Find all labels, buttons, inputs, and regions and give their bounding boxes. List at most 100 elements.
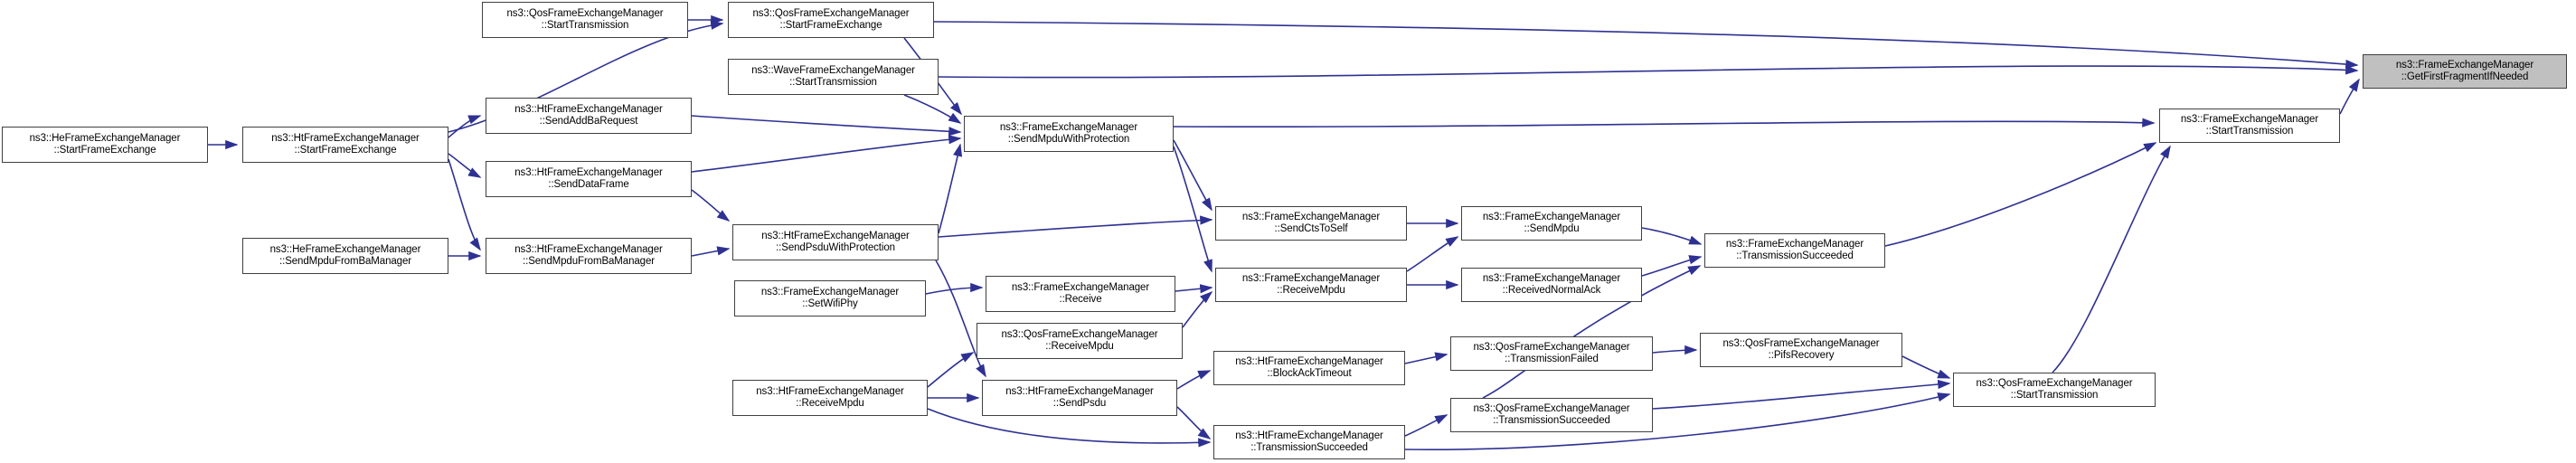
graph-node-n28[interactable]: ns3::FrameExchangeManager::GetFirstFragm… (2363, 54, 2567, 89)
graph-node-n12[interactable]: ns3::FrameExchangeManager::Receive (986, 276, 1175, 312)
node-method-name: ::StartTransmission (789, 77, 877, 88)
node-method-name: ::TransmissionSucceeded (1250, 442, 1368, 453)
node-method-name: ::ReceiveMpdu (1277, 285, 1345, 296)
node-method-name: ::ReceiveMpdu (796, 398, 864, 409)
node-class-name: ns3::QosFrameExchangeManager (752, 7, 910, 19)
node-method-name: ::SendMpduFromBaManager (279, 256, 411, 267)
call-edge (1406, 236, 1459, 272)
graph-node-n13[interactable]: ns3::QosFrameExchangeManager::ReceiveMpd… (977, 323, 1183, 359)
graph-node-n9[interactable]: ns3::FrameExchangeManager::SendMpduWithP… (964, 116, 1174, 152)
node-class-name: ns3::FrameExchangeManager (760, 286, 900, 298)
graph-node-n25[interactable]: ns3::QosFrameExchangeManager::PifsRecove… (1700, 333, 1902, 367)
node-method-name: ::BlockAckTimeout (1267, 368, 1352, 379)
graph-node-n6[interactable]: ns3::QosFrameExchangeManager::StartTrans… (482, 2, 688, 38)
node-method-name: ::StartFrameExchange (53, 145, 156, 156)
graph-node-n27[interactable]: ns3::FrameExchangeManager::StartTransmis… (2159, 109, 2340, 143)
graph-node-n19[interactable]: ns3::FrameExchangeManager::ReceivedNorma… (1461, 268, 1642, 302)
node-method-name: ::StartFrameExchange (779, 20, 882, 31)
node-method-name: ::Receive (1059, 294, 1102, 305)
node-class-name: ns3::QosFrameExchangeManager (1473, 341, 1630, 353)
node-class-name: ns3::QosFrameExchangeManager (1001, 328, 1158, 340)
node-method-name: ::SendDataFrame (548, 179, 629, 190)
graph-node-n7[interactable]: ns3::QosFrameExchangeManager::StartFrame… (728, 2, 934, 38)
node-method-name: ::StartTransmission (2010, 390, 2099, 401)
call-edge (1176, 370, 1212, 390)
graph-node-n20[interactable]: ns3::HtFrameExchangeManager::BlockAckTim… (1213, 351, 1405, 385)
graph-node-n23[interactable]: ns3::QosFrameExchangeManager::Transmissi… (1450, 398, 1653, 432)
node-method-name: ::TransmissionSucceeded (1736, 250, 1854, 261)
node-class-name: ns3::HtFrameExchangeManager (761, 230, 910, 241)
node-class-name: ns3::FrameExchangeManager (1011, 281, 1150, 293)
node-class-name: ns3::FrameExchangeManager (999, 121, 1138, 133)
node-class-name: ns3::FrameExchangeManager (2395, 59, 2534, 71)
node-method-name: ::SendPsdu (1052, 398, 1107, 409)
graph-node-n5[interactable]: ns3::HtFrameExchangeManager::SendDataFra… (486, 161, 692, 197)
graph-node-n1[interactable]: ns3::HtFrameExchangeManager::StartFrameE… (242, 127, 448, 163)
call-edge (448, 115, 482, 138)
call-edge (925, 282, 984, 295)
graph-node-n14[interactable]: ns3::HtFrameExchangeManager::ReceiveMpdu (732, 380, 928, 416)
call-edge (1641, 255, 1703, 277)
node-class-name: ns3::FrameExchangeManager (1725, 238, 1864, 250)
node-class-name: ns3::QosFrameExchangeManager (1976, 377, 2133, 389)
node-class-name: ns3::WaveFrameExchangeManager (751, 64, 915, 76)
node-method-name: ::TransmissionSucceeded (1493, 415, 1610, 426)
call-edge (691, 246, 731, 257)
call-edge (448, 158, 481, 251)
graph-node-n24[interactable]: ns3::FrameExchangeManager::TransmissionS… (1704, 233, 1885, 268)
node-method-name: ::StartFrameExchange (294, 145, 397, 156)
node-class-name: ns3::QosFrameExchangeManager (1473, 402, 1630, 414)
call-edge (927, 352, 975, 388)
graph-node-n11[interactable]: ns3::FrameExchangeManager::SetWifiPhy (734, 280, 926, 317)
node-class-name: ns3::FrameExchangeManager (1482, 272, 1621, 284)
call-edge (1652, 345, 1698, 355)
call-edge (1404, 414, 1448, 437)
graph-node-n21[interactable]: ns3::HtFrameExchangeManager::Transmissio… (1213, 425, 1405, 459)
call-edge (1176, 406, 1212, 439)
graph-node-n26[interactable]: ns3::QosFrameExchangeManager::StartTrans… (1953, 373, 2156, 407)
graph-node-n4[interactable]: ns3::HtFrameExchangeManager::SendAddBaRe… (486, 98, 692, 134)
call-edge (1175, 284, 1213, 294)
node-class-name: ns3::FrameExchangeManager (1482, 211, 1621, 222)
call-edge (1173, 118, 2156, 128)
call-edge (933, 21, 2359, 70)
graph-node-n3[interactable]: ns3::HtFrameExchangeManager::SendMpduFro… (486, 238, 692, 274)
graph-node-n2[interactable]: ns3::HeFrameExchangeManager::SendMpduFro… (242, 238, 448, 274)
call-edge (1884, 142, 2157, 247)
call-edge (938, 215, 1213, 238)
call-edge (2052, 145, 2171, 373)
call-edge (448, 153, 482, 178)
node-class-name: ns3::HtFrameExchangeManager (1235, 430, 1383, 441)
call-edge (938, 143, 963, 234)
graph-node-n22[interactable]: ns3::QosFrameExchangeManager::Transmissi… (1450, 336, 1653, 371)
call-edge (691, 115, 962, 137)
call-edge (1901, 355, 1951, 379)
call-edge (1641, 227, 1703, 245)
node-class-name: ns3::HtFrameExchangeManager (1235, 355, 1383, 367)
node-class-name: ns3::HtFrameExchangeManager (1005, 385, 1154, 397)
node-method-name: ::StartTransmission (541, 20, 629, 31)
graph-node-n15[interactable]: ns3::HtFrameExchangeManager::SendPsdu (982, 380, 1177, 416)
node-method-name: ::ReceiveMpdu (1045, 341, 1114, 352)
graph-node-n0[interactable]: ns3::HeFrameExchangeManager::StartFrameE… (2, 127, 208, 163)
graph-node-n10[interactable]: ns3::HtFrameExchangeManager::SendPsduWit… (732, 224, 939, 260)
graph-node-n17[interactable]: ns3::FrameExchangeManager::ReceiveMpdu (1215, 268, 1407, 302)
call-edge (1404, 352, 1448, 364)
node-method-name: ::GetFirstFragmentIfNeeded (2401, 71, 2529, 82)
graph-node-n16[interactable]: ns3::FrameExchangeManager::SendCtsToSelf (1215, 206, 1407, 241)
call-edge (1173, 146, 1213, 273)
node-method-name: ::SendMpduWithProtection (1007, 134, 1130, 145)
call-edge (903, 94, 962, 124)
node-class-name: ns3::HeFrameExchangeManager (29, 132, 181, 144)
node-class-name: ns3::HtFrameExchangeManager (514, 103, 663, 115)
call-edge (691, 135, 962, 173)
node-class-name: ns3::HeFrameExchangeManager (269, 243, 421, 255)
node-class-name: ns3::QosFrameExchangeManager (1722, 337, 1880, 349)
node-class-name: ns3::HtFrameExchangeManager (756, 385, 904, 397)
graph-node-n8[interactable]: ns3::WaveFrameExchangeManager::StartTran… (728, 59, 939, 95)
graph-node-n18[interactable]: ns3::FrameExchangeManager::SendMpdu (1461, 206, 1642, 241)
call-edge (2339, 78, 2360, 115)
node-method-name: ::SendAddBaRequest (539, 116, 638, 127)
node-class-name: ns3::HtFrameExchangeManager (514, 243, 663, 255)
